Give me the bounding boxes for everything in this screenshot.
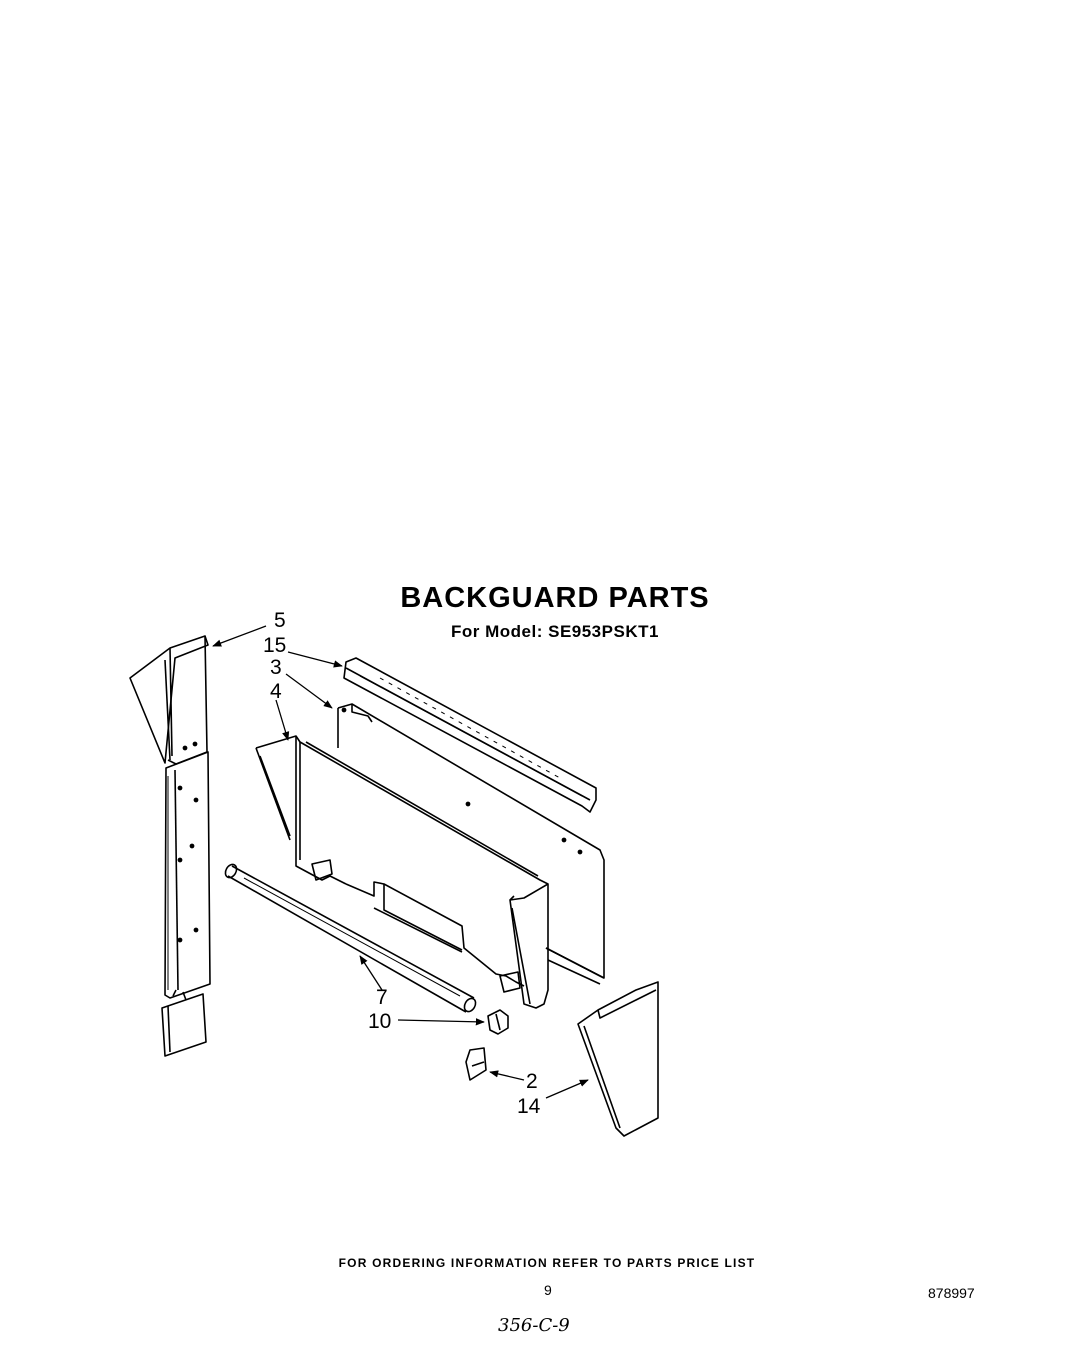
document-number: 878997 bbox=[928, 1285, 975, 1301]
fluorescent-tube-part-7 bbox=[224, 863, 477, 1013]
callout-15: 15 bbox=[263, 634, 287, 657]
callout-10: 10 bbox=[368, 1010, 392, 1033]
callout-2: 2 bbox=[526, 1070, 538, 1093]
handwritten-note: 356-C-9 bbox=[498, 1315, 570, 1336]
model-subtitle: For Model: SE953PSKT1 bbox=[451, 622, 659, 641]
diagram-title: BACKGUARD PARTS bbox=[400, 582, 710, 614]
lamp-holder-part-10 bbox=[487, 1009, 509, 1035]
bracket-part-2 bbox=[465, 1047, 487, 1081]
callout-7: 7 bbox=[376, 986, 388, 1009]
callout-14: 14 bbox=[517, 1095, 541, 1118]
callout-5: 5 bbox=[274, 609, 286, 632]
side-trim-part-5 bbox=[129, 635, 211, 1057]
ordering-footer: FOR ORDERING INFORMATION REFER TO PARTS … bbox=[338, 1256, 756, 1270]
callout-3: 3 bbox=[270, 656, 282, 679]
leader-lines bbox=[212, 625, 589, 1099]
end-cap-part-14 bbox=[577, 981, 659, 1137]
top-strip-part-15 bbox=[343, 657, 597, 813]
callout-4: 4 bbox=[270, 680, 282, 703]
page-number: 9 bbox=[544, 1282, 552, 1298]
backguard-panel-part-3-4 bbox=[255, 703, 605, 1009]
